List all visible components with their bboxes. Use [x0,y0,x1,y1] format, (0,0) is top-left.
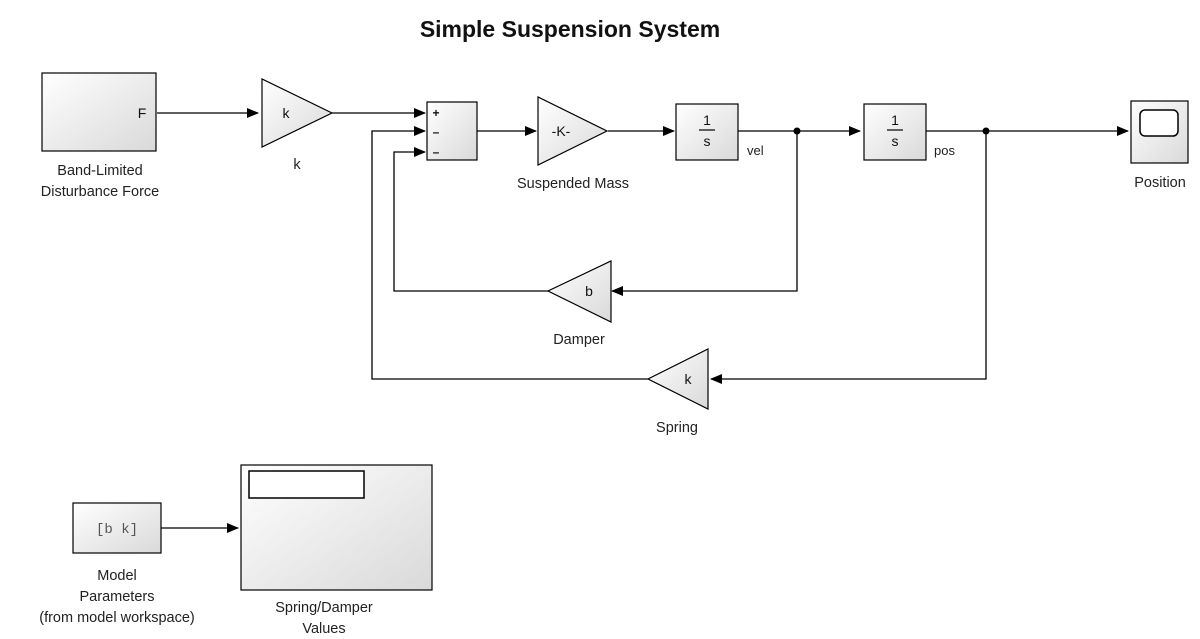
display-caption-line1: Spring/Damper [275,600,373,616]
disturbance-block[interactable]: F Band-Limited Disturbance Force [41,72,159,200]
spring-symbol: k [685,371,693,387]
model-params-block[interactable]: [b k] Model Parameters (from model works… [39,502,195,626]
disturbance-caption-line1: Band-Limited [57,163,142,179]
integrator-pos-den: s [892,133,899,149]
disturbance-caption-line2: Disturbance Force [41,184,159,200]
mass-block[interactable]: -K- Suspended Mass [517,96,629,192]
integrator-vel-den: s [704,133,711,149]
integrator-pos-block[interactable]: 1 s pos [863,103,955,161]
spring-block[interactable]: k Spring [646,348,709,436]
scope-block[interactable]: Position [1130,100,1189,191]
display-caption-line2: Values [302,621,345,637]
signal-wires [157,108,1129,533]
scope-screen-icon [1139,109,1179,137]
sum-sign-2: – [433,125,440,139]
sum-block[interactable]: + – – [426,101,478,161]
sum-sign-1: + [432,106,439,120]
spring-triangle[interactable] [646,348,709,410]
integrator-vel-block[interactable]: 1 s vel [675,103,764,161]
integrator-pos-body[interactable] [863,103,927,161]
spring-caption: Spring [656,420,698,436]
wire-pos-to-spring[interactable] [710,131,987,384]
model-params-caption-line2: Parameters [80,589,155,605]
branch-point-pos [982,127,990,135]
gain-k-caption: k [293,157,301,173]
mass-triangle[interactable] [537,96,609,166]
signal-label-pos: pos [934,143,955,158]
wire-spring-to-sum[interactable] [371,126,648,380]
model-params-caption-line3: (from model workspace) [39,610,195,626]
scope-caption: Position [1134,175,1186,191]
damper-block[interactable]: b Damper [546,260,612,348]
mass-caption: Suspended Mass [517,176,629,192]
mass-symbol: -K- [552,123,571,139]
model-params-body[interactable] [72,502,162,554]
disturbance-block-body[interactable] [41,72,157,152]
gain-k-block[interactable]: k k [261,78,334,173]
damper-symbol: b [585,283,593,299]
signal-label-vel: vel [747,143,764,158]
branch-point-vel [793,127,801,135]
wire-damper-to-sum[interactable] [393,147,548,292]
model-params-caption-line1: Model [97,568,137,584]
model-params-value: [b k] [96,522,138,538]
integrator-pos-num: 1 [891,112,899,128]
sum-block-body[interactable] [426,101,478,161]
sum-sign-3: – [433,145,440,159]
integrator-vel-body[interactable] [675,103,739,161]
wire-vel-to-damper[interactable] [611,131,798,296]
display-value-field [248,470,365,499]
damper-triangle[interactable] [546,260,612,323]
disturbance-port-label: F [138,105,147,121]
integrator-vel-num: 1 [703,112,711,128]
damper-caption: Damper [553,332,605,348]
gain-k-triangle[interactable] [261,78,334,148]
gain-k-symbol: k [283,105,291,121]
diagram-title: Simple Suspension System [420,16,720,42]
display-block[interactable]: Spring/Damper Values [240,464,433,637]
